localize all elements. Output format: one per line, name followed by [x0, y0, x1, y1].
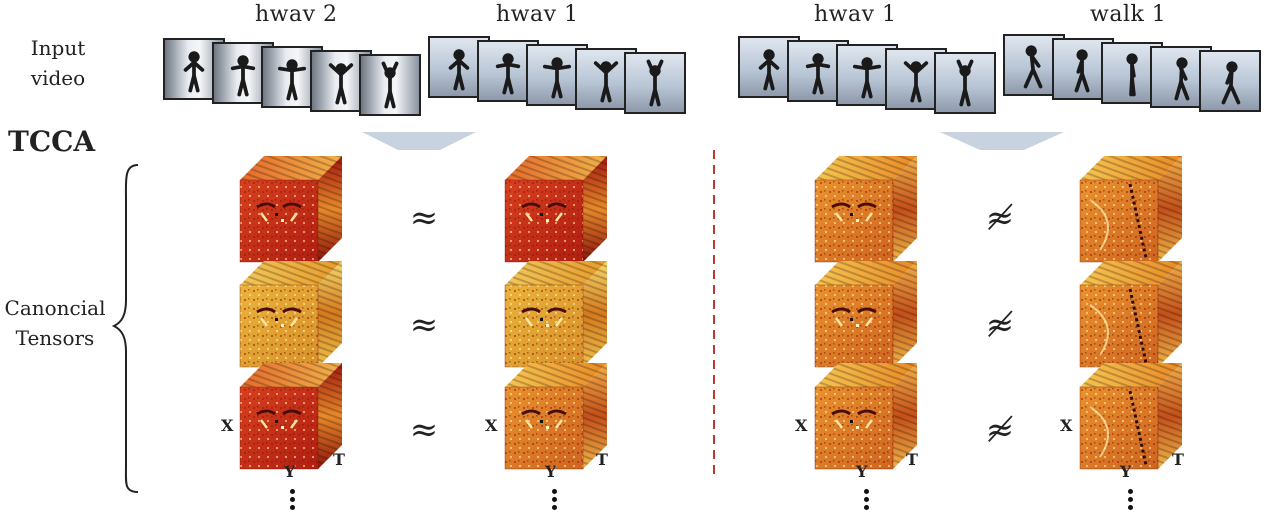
- canonical-label-line2: Tensors: [15, 326, 95, 350]
- axis-y-label-4: Y: [1120, 462, 1132, 481]
- axis-y-label-3: Y: [856, 462, 868, 481]
- more-dots-2: [549, 486, 559, 513]
- more-dots-1: [287, 486, 297, 513]
- tensor-cube-walk1-1: [1079, 156, 1182, 263]
- axis-t-label-2: T: [596, 450, 608, 469]
- video-label-right-b: walk 1: [1090, 2, 1167, 27]
- tensor-cube-hwav1-right-2: [814, 261, 917, 368]
- frames-hwav2-frame-5: [359, 54, 421, 116]
- relation-left-2: ≈: [409, 305, 439, 345]
- input-video-label-line1: Input: [30, 36, 86, 60]
- tensor-cube-walk1-3: [1079, 363, 1182, 470]
- input-video-label: Input video: [8, 33, 108, 93]
- relation-left-3: ≈: [409, 410, 439, 450]
- axis-y-label-2: Y: [545, 462, 557, 481]
- axis-t-label-4: T: [1172, 450, 1184, 469]
- frames-walk1-frame-5: [1199, 50, 1261, 112]
- video-label-left-b: hwav 1: [496, 2, 579, 27]
- tensor-cube-hwav2-2: [239, 261, 342, 368]
- canonical-brace: [111, 164, 139, 493]
- method-label: TCCA: [8, 125, 96, 158]
- tensor-cube-hwav1-right-3: [814, 363, 917, 470]
- video-label-left-a: hwav 2: [255, 2, 338, 27]
- more-dots-4: [1125, 486, 1135, 513]
- axis-x-label-3: X: [795, 416, 808, 435]
- axis-x-label-4: X: [1060, 416, 1073, 435]
- relation-left-1: ≈: [409, 198, 439, 238]
- tcca-arrow-left: [362, 132, 476, 150]
- relation-right-2: ≉: [985, 305, 1015, 345]
- axis-y-label-1: Y: [284, 462, 296, 481]
- tensor-cube-hwav2-3: [239, 363, 342, 470]
- axis-x-label-1: X: [221, 416, 234, 435]
- relation-right-3: ≉: [985, 410, 1015, 450]
- relation-right-1: ≉: [985, 198, 1015, 238]
- video-label-right-a: hwav 1: [814, 2, 897, 27]
- axis-x-label-2: X: [485, 416, 498, 435]
- tensor-cube-hwav1-left-1: [504, 156, 607, 263]
- tensor-cube-hwav2-1: [239, 156, 342, 263]
- input-video-label-line2: video: [30, 66, 86, 90]
- tensor-cube-walk1-2: [1079, 261, 1182, 368]
- more-dots-3: [861, 486, 871, 513]
- canonical-tensors-label: Canoncial Tensors: [0, 293, 110, 353]
- tensor-cube-hwav1-right-1: [814, 156, 917, 263]
- frames-hwav1-left-frame-5: [624, 52, 686, 114]
- tensor-cube-hwav1-left-3: [504, 363, 607, 470]
- canonical-label-line1: Canoncial: [4, 296, 106, 320]
- axis-t-label-1: T: [333, 450, 345, 469]
- frames-hwav1-right-frame-5: [934, 52, 996, 114]
- tcca-arrow-right: [940, 132, 1064, 150]
- axis-t-label-3: T: [906, 450, 918, 469]
- tensor-cube-hwav1-left-2: [504, 261, 607, 368]
